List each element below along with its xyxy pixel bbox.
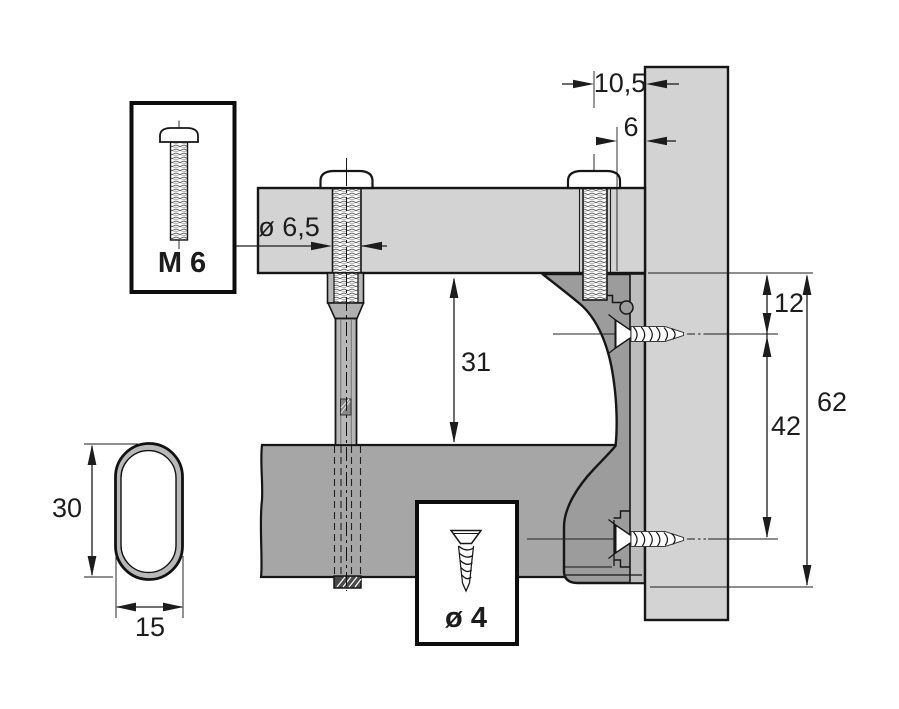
bolt-head bbox=[566, 169, 622, 190]
dim-center-to-wall-label: 10,5 bbox=[594, 68, 647, 98]
wall-panel-body bbox=[643, 65, 730, 622]
tube-inner bbox=[120, 449, 177, 574]
inset-frame bbox=[415, 500, 519, 646]
top-panel-body bbox=[256, 186, 647, 275]
sleeve-cone bbox=[326, 302, 365, 320]
o4-tip bbox=[461, 582, 471, 593]
countersink-mouth-top bbox=[608, 518, 616, 526]
top-panel bbox=[256, 186, 647, 275]
tube-cross-section bbox=[114, 442, 184, 581]
dim-center-to-wall: 10,5 bbox=[562, 68, 679, 108]
dim-tube-width-label: 15 bbox=[135, 612, 165, 642]
o4-label: ø 4 bbox=[445, 602, 487, 634]
dim-top-screw-offset-label: 12 bbox=[774, 288, 804, 318]
o4-inset-box: ø 4 bbox=[415, 500, 519, 646]
m6-head bbox=[159, 127, 199, 143]
dim-tube-height: 30 bbox=[52, 443, 138, 578]
countersink-mouth-bottom bbox=[608, 552, 616, 560]
dim-drop-height: 31 bbox=[449, 277, 491, 443]
dimensions: ø 6,5 10,5 6 31 bbox=[52, 68, 847, 642]
bracket-lower-step-bottom bbox=[613, 559, 630, 568]
dim-tube-width: 15 bbox=[115, 556, 184, 642]
o4-shank-right bbox=[468, 545, 475, 584]
bolt-rod-assembly bbox=[319, 158, 374, 591]
rod-marker-hatch bbox=[340, 398, 351, 414]
o4-shank-left bbox=[457, 545, 464, 584]
screw-thread-coils bbox=[633, 326, 676, 342]
wall-screw-top bbox=[553, 313, 711, 355]
bracket-wall-strip bbox=[629, 273, 646, 584]
m6-label: M 6 bbox=[158, 247, 206, 279]
dim-drop-height-label: 31 bbox=[461, 347, 491, 377]
dim-tube-height-label: 30 bbox=[52, 493, 82, 523]
bracket-lower-step-top bbox=[613, 510, 630, 519]
countersink-mouth-bottom bbox=[608, 347, 616, 355]
dim-total-height-label: 62 bbox=[817, 387, 847, 417]
m6-thread bbox=[169, 141, 189, 241]
dim-screw-offsets: 12 42 bbox=[762, 274, 804, 538]
dim-screw-spacing-label: 42 bbox=[771, 411, 801, 441]
bracket-body bbox=[541, 272, 646, 585]
bolt-right bbox=[566, 154, 622, 301]
o4-thread-coils bbox=[458, 545, 474, 580]
dim-hole-diameter: ø 6,5 bbox=[236, 212, 387, 251]
bracket-cam-detail bbox=[619, 300, 634, 315]
screw-thread-coils bbox=[633, 531, 676, 547]
wall-screw-bottom bbox=[527, 518, 706, 560]
countersink-mouth-top bbox=[608, 313, 616, 321]
dim-edge-to-wall-label: 6 bbox=[623, 112, 638, 142]
wall-panel bbox=[643, 65, 730, 622]
m6-inset-box: M 6 bbox=[129, 101, 237, 294]
dim-total-height: 62 bbox=[802, 274, 847, 586]
bracket bbox=[541, 272, 646, 585]
dim-hole-diameter-label: ø 6,5 bbox=[258, 212, 320, 242]
dim-edge-to-wall: 6 bbox=[596, 112, 676, 271]
bolt-thread bbox=[582, 187, 608, 301]
